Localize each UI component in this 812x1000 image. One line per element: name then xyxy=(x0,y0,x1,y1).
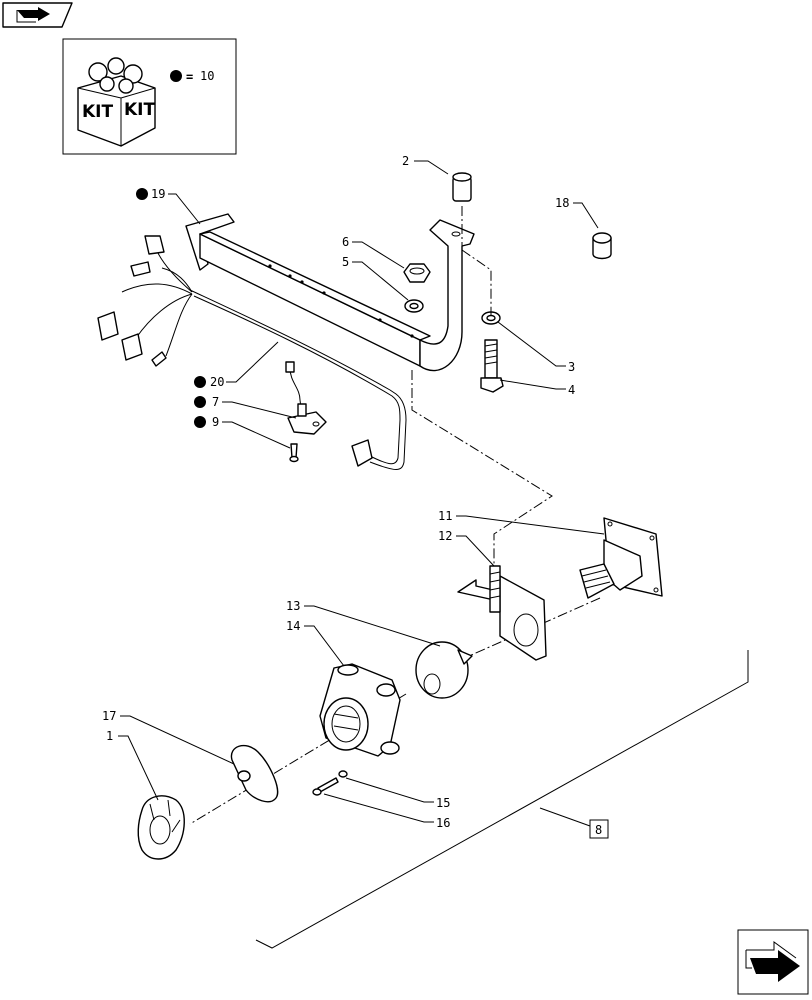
callout-6: 6 xyxy=(342,235,349,249)
bolt-part-4 xyxy=(480,339,504,393)
callout-1: 1 xyxy=(106,729,113,743)
washer-part-16 xyxy=(338,770,348,778)
cap-part-18 xyxy=(592,232,612,260)
screw-part-9 xyxy=(289,443,299,463)
next-page-button[interactable] xyxy=(737,929,809,995)
housing-part-14 xyxy=(319,663,401,757)
bracket-assembly xyxy=(185,213,475,372)
kit-label-left: KIT xyxy=(82,102,113,122)
sensor-part-7 xyxy=(285,361,327,435)
next-arrow-icon xyxy=(745,941,800,982)
seal-part-17 xyxy=(230,744,279,803)
mounting-bracket-part-12 xyxy=(457,565,547,661)
kit-box-icon: KIT KIT xyxy=(77,57,156,147)
callout-16: 16 xyxy=(436,816,450,830)
kit-legend: KIT KIT = 10 xyxy=(62,38,237,155)
socket-plate-part-11 xyxy=(579,517,663,599)
callout-5: 5 xyxy=(342,255,349,269)
callout-13: 13 xyxy=(286,599,300,613)
callout-8: 8 xyxy=(595,823,602,837)
spacer-part-2 xyxy=(452,172,472,202)
callout-7: 7 xyxy=(212,395,219,409)
kit-marker-dot xyxy=(170,70,182,82)
washer-part-5 xyxy=(404,299,424,313)
screw-part-15 xyxy=(312,777,339,796)
wiring-harness-part-19 xyxy=(97,235,407,470)
callout-11: 11 xyxy=(438,509,452,523)
callout-14: 14 xyxy=(286,619,300,633)
group-line-part-8 xyxy=(255,650,749,949)
callout-19: 19 xyxy=(151,187,165,201)
callout-12: 12 xyxy=(438,529,452,543)
callout-20: 20 xyxy=(210,375,224,389)
kit-ref-10: 10 xyxy=(200,69,214,83)
previous-arrow-icon xyxy=(16,7,50,23)
ref-box-8 xyxy=(589,819,609,839)
callout-17: 17 xyxy=(102,709,116,723)
callout-9: 9 xyxy=(212,415,219,429)
callout-15: 15 xyxy=(436,796,450,810)
previous-page-button[interactable] xyxy=(2,2,73,28)
callout-18: 18 xyxy=(555,196,569,210)
callout-2: 2 xyxy=(402,154,409,168)
housing-cap-part-13 xyxy=(415,641,473,699)
kit-label-right: KIT xyxy=(124,100,155,120)
callout-4: 4 xyxy=(568,383,575,397)
kit-equals: = xyxy=(186,70,193,84)
knob-part-1 xyxy=(137,795,185,860)
nut-part-6 xyxy=(403,263,431,283)
callout-3: 3 xyxy=(568,360,575,374)
